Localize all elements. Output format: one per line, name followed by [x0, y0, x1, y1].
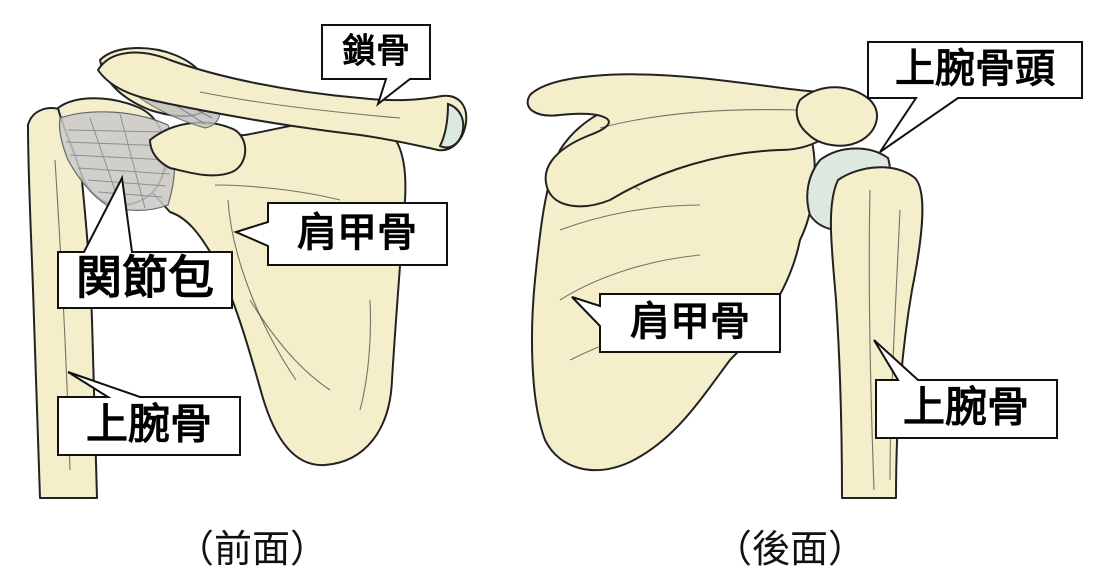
- callout-box: [57, 174, 233, 309]
- back-scapula-contour: [559, 204, 701, 231]
- label-humeral-head: 上腕骨頭: [895, 46, 1056, 92]
- callout-box: [873, 339, 1058, 439]
- label-humerus-front: 上腕骨: [86, 400, 212, 449]
- caption-front-view: （前面）: [176, 527, 329, 571]
- back-humerus-bone: [829, 166, 924, 499]
- callout-box: [571, 293, 781, 353]
- front-scapula-contour: [249, 299, 331, 391]
- callouts: 鎖骨 肩甲骨 関節包 上腕骨 上腕骨頭 肩甲骨 上腕: [57, 24, 1083, 456]
- label-scapula-front: 肩甲骨: [297, 210, 417, 256]
- callout-box: [321, 24, 431, 107]
- callout-scapula-front: 肩甲骨: [233, 202, 448, 266]
- label-joint-capsule: 関節包: [76, 251, 214, 305]
- joint-capsule: [58, 111, 176, 211]
- label-scapula-back: 肩甲骨: [630, 299, 750, 345]
- caption-back-view: （後面）: [714, 527, 867, 571]
- back-scapular-spine: [526, 73, 847, 208]
- clavicle-bone: [97, 51, 468, 152]
- back-scapular-spine-contour: [599, 108, 801, 129]
- callout-box: [867, 41, 1083, 153]
- callout-box: [57, 371, 241, 456]
- back-scapula-contour: [559, 254, 701, 301]
- callout-joint-capsule: 関節包: [57, 174, 233, 309]
- callout-scapula-back: 肩甲骨: [571, 293, 781, 353]
- callout-humerus-back: 上腕骨: [873, 339, 1058, 439]
- back-acromion: [795, 86, 878, 147]
- front-scapula-contour: [227, 199, 297, 381]
- callout-humeral-head: 上腕骨頭: [867, 41, 1083, 153]
- back-view-illustration: [526, 73, 924, 499]
- label-clavicle: 鎖骨: [342, 32, 410, 72]
- back-humerus-contour: [868, 189, 875, 491]
- clavicle-end-cap: [438, 102, 465, 149]
- front-scapula-contour: [359, 299, 372, 411]
- label-humerus-back: 上腕骨: [903, 383, 1029, 432]
- back-humerus-contour: [889, 209, 901, 481]
- joint-capsule-fibers: [65, 113, 171, 209]
- callout-box: [233, 202, 448, 266]
- clavicle-contour: [199, 91, 401, 119]
- front-scapula-contour: [214, 184, 341, 201]
- callout-humerus-front: 上腕骨: [57, 371, 241, 456]
- callout-clavicle: 鎖骨: [321, 24, 431, 107]
